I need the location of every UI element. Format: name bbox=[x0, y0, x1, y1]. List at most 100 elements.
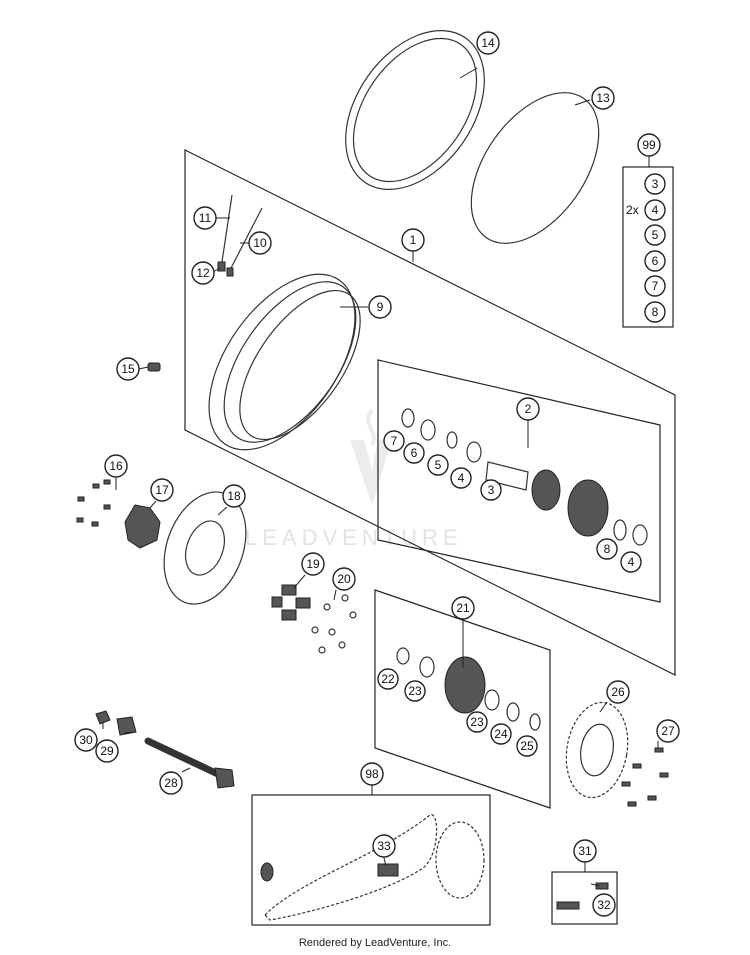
svg-text:2: 2 bbox=[525, 402, 532, 416]
callout-23-right[interactable]: 23 bbox=[466, 711, 488, 733]
axle-head-part bbox=[214, 767, 235, 789]
svg-text:13: 13 bbox=[596, 91, 610, 105]
svg-text:8: 8 bbox=[652, 305, 659, 319]
axle-nut-part bbox=[95, 710, 111, 725]
callout-3-hub[interactable]: 3 bbox=[480, 479, 502, 501]
svg-text:1: 1 bbox=[410, 233, 417, 247]
callout-21[interactable]: 21 bbox=[451, 596, 475, 620]
callout-23-left[interactable]: 23 bbox=[404, 680, 426, 702]
svg-text:4: 4 bbox=[628, 555, 635, 569]
callout-2[interactable]: 2 bbox=[516, 397, 540, 421]
callout-29[interactable]: 29 bbox=[95, 739, 119, 763]
callout-8-kit[interactable]: 8 bbox=[644, 301, 666, 323]
svg-text:15: 15 bbox=[121, 362, 135, 376]
watermark: LEADVENTURE bbox=[245, 408, 463, 550]
hub-21-parts bbox=[396, 647, 541, 731]
rotor-carrier-part bbox=[124, 504, 161, 549]
svg-text:8: 8 bbox=[604, 542, 611, 556]
callout-27[interactable]: 27 bbox=[656, 719, 680, 743]
callout-3-kit[interactable]: 3 bbox=[644, 173, 666, 195]
svg-text:4: 4 bbox=[458, 471, 465, 485]
callout-16[interactable]: 16 bbox=[104, 454, 128, 478]
callout-22[interactable]: 22 bbox=[377, 668, 399, 690]
svg-text:20: 20 bbox=[337, 572, 351, 586]
callout-28[interactable]: 28 bbox=[159, 771, 183, 795]
watermark-text: LEADVENTURE bbox=[245, 525, 463, 550]
bolts-27-part bbox=[621, 747, 669, 807]
tire-part bbox=[345, 30, 485, 190]
svg-text:14: 14 bbox=[481, 36, 495, 50]
chain-kit-98-frame bbox=[251, 794, 491, 926]
callout-11[interactable]: 11 bbox=[193, 206, 217, 230]
callout-5-hub[interactable]: 5 bbox=[427, 454, 449, 476]
footer-credit: Rendered by LeadVenture, Inc. bbox=[299, 937, 451, 949]
callout-24[interactable]: 24 bbox=[490, 723, 512, 745]
callout-20[interactable]: 20 bbox=[332, 567, 356, 591]
svg-text:33: 33 bbox=[377, 839, 391, 853]
svg-text:25: 25 bbox=[520, 739, 534, 753]
callout-14[interactable]: 14 bbox=[476, 31, 500, 55]
svg-text:17: 17 bbox=[155, 483, 169, 497]
svg-text:6: 6 bbox=[652, 254, 659, 268]
svg-text:9: 9 bbox=[377, 300, 384, 314]
svg-text:29: 29 bbox=[100, 744, 114, 758]
svg-text:7: 7 bbox=[391, 434, 398, 448]
callout-33[interactable]: 33 bbox=[372, 834, 396, 858]
kit-99-frame bbox=[622, 166, 674, 328]
callout-10[interactable]: 10 bbox=[248, 231, 272, 255]
callout-98[interactable]: 98 bbox=[360, 762, 384, 786]
hub-2-parts bbox=[401, 408, 648, 546]
callout-6-hub[interactable]: 6 bbox=[403, 442, 425, 464]
svg-text:16: 16 bbox=[109, 459, 123, 473]
svg-text:11: 11 bbox=[199, 211, 212, 225]
svg-text:23: 23 bbox=[408, 684, 422, 698]
callout-32[interactable]: 32 bbox=[592, 893, 616, 917]
callout-15[interactable]: 15 bbox=[116, 357, 140, 381]
svg-text:21: 21 bbox=[456, 601, 470, 615]
svg-text:7: 7 bbox=[652, 279, 659, 293]
callout-7-hub[interactable]: 7 bbox=[383, 430, 405, 452]
valve-part bbox=[147, 362, 161, 372]
svg-text:24: 24 bbox=[494, 727, 508, 741]
callout-31[interactable]: 31 bbox=[573, 839, 597, 863]
hub-21-frame bbox=[374, 589, 551, 809]
svg-text:23: 23 bbox=[470, 715, 484, 729]
kit-multiplier-label: 2x bbox=[626, 203, 639, 217]
callout-1[interactable]: 1 bbox=[401, 228, 425, 252]
svg-text:22: 22 bbox=[381, 672, 395, 686]
spoke-parts bbox=[217, 194, 263, 277]
svg-text:32: 32 bbox=[597, 898, 611, 912]
svg-text:19: 19 bbox=[306, 557, 320, 571]
rim-tape-part bbox=[470, 92, 600, 244]
callout-18[interactable]: 18 bbox=[222, 484, 246, 508]
callout-6-kit[interactable]: 6 bbox=[644, 250, 666, 272]
svg-text:3: 3 bbox=[488, 483, 495, 497]
svg-text:12: 12 bbox=[196, 266, 210, 280]
callout-17[interactable]: 17 bbox=[150, 478, 174, 502]
nuts-20-part bbox=[311, 594, 357, 654]
svg-text:28: 28 bbox=[164, 776, 178, 790]
callout-8-hub[interactable]: 8 bbox=[596, 538, 618, 560]
svg-text:99: 99 bbox=[642, 138, 656, 152]
callout-9[interactable]: 9 bbox=[368, 295, 392, 319]
callout-5-kit[interactable]: 5 bbox=[644, 224, 666, 246]
svg-text:18: 18 bbox=[227, 489, 241, 503]
svg-text:27: 27 bbox=[661, 724, 675, 738]
callout-13[interactable]: 13 bbox=[591, 86, 615, 110]
callout-25[interactable]: 25 bbox=[516, 735, 538, 757]
callout-30[interactable]: 30 bbox=[74, 728, 98, 752]
svg-text:31: 31 bbox=[578, 844, 592, 858]
axle-part bbox=[144, 737, 226, 780]
callout-99[interactable]: 99 bbox=[637, 133, 661, 157]
callout-4-kit[interactable]: 4 bbox=[644, 199, 666, 221]
callout-4-hub-left[interactable]: 4 bbox=[450, 467, 472, 489]
callout-26[interactable]: 26 bbox=[606, 680, 630, 704]
callout-12[interactable]: 12 bbox=[191, 261, 215, 285]
sprocket-part bbox=[565, 701, 629, 799]
callout-4-hub-right[interactable]: 4 bbox=[620, 551, 642, 573]
svg-text:4: 4 bbox=[652, 203, 659, 217]
svg-text:5: 5 bbox=[435, 458, 442, 472]
callout-7-kit[interactable]: 7 bbox=[644, 275, 666, 297]
callout-19[interactable]: 19 bbox=[301, 552, 325, 576]
